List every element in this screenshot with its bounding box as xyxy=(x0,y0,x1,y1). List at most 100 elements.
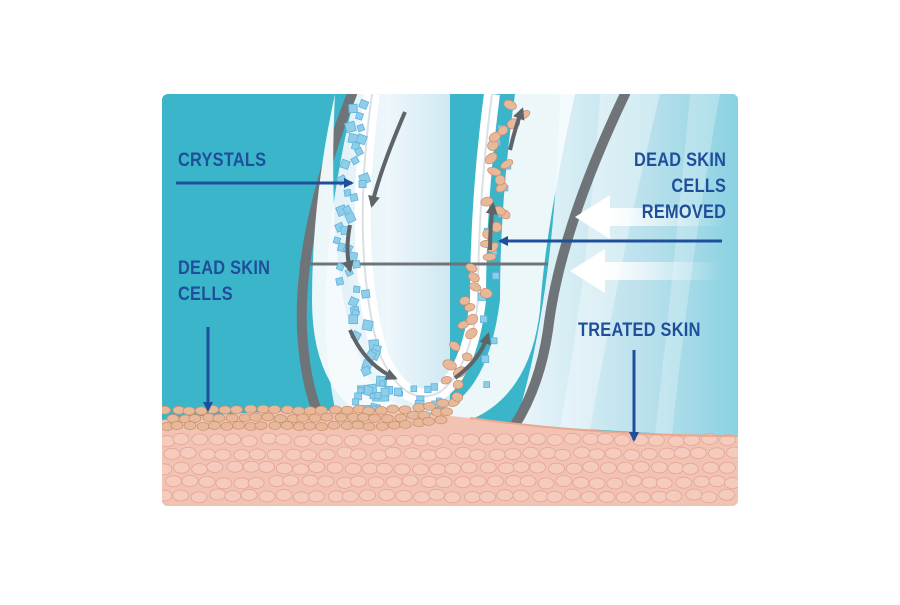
dead-skin-cells-label: DEAD SKIN CELLS xyxy=(178,256,270,308)
skin-cell xyxy=(598,491,616,503)
skin-cell xyxy=(317,475,335,488)
removed-label-line-2: CELLS xyxy=(671,176,726,197)
skin-cell xyxy=(641,476,659,489)
skin-cell xyxy=(190,491,208,504)
dead-skin-cell xyxy=(220,421,234,431)
skin-cell xyxy=(718,488,736,501)
crystal-particle xyxy=(354,111,365,121)
treated-skin-label: TREATED SKIN xyxy=(578,318,701,344)
skin-cell xyxy=(555,475,573,487)
removed-dead-cell xyxy=(449,341,461,352)
skin-cell xyxy=(367,476,385,489)
skin-cell xyxy=(412,434,430,447)
skin-cell xyxy=(343,435,361,447)
skin-cell xyxy=(341,490,359,503)
skin-cell xyxy=(307,490,325,503)
removed-dead-cell xyxy=(479,287,493,299)
skin-cell xyxy=(226,460,244,473)
removed-dead-cell xyxy=(464,303,476,312)
skin-cell xyxy=(665,490,683,502)
skin-cell xyxy=(487,475,504,488)
skin-cell xyxy=(634,491,651,504)
skin-cell xyxy=(300,449,317,462)
dead-skin-cell xyxy=(434,415,448,425)
crystal-particle xyxy=(393,387,403,396)
dead-skin-cell xyxy=(440,407,453,417)
dead-skin-cell xyxy=(398,420,412,429)
skin-cell xyxy=(554,449,571,461)
removed-dead-cell xyxy=(484,152,498,165)
skin-cell xyxy=(242,460,260,473)
dead-skin-cell xyxy=(303,406,317,416)
skin-cell xyxy=(172,489,190,502)
skin-cell xyxy=(191,433,209,446)
skin-cell xyxy=(172,433,190,445)
crystal-particle xyxy=(348,103,358,114)
skin-cell xyxy=(293,491,310,504)
dead-skin-cell xyxy=(362,406,375,416)
crystal-particle xyxy=(348,314,358,324)
dead-skin-cell xyxy=(196,422,210,431)
skin-cell xyxy=(326,461,344,474)
crystal-particle xyxy=(492,272,500,280)
dead-skin-cell xyxy=(368,414,381,423)
removed-label-line-3: REMOVED xyxy=(641,202,726,223)
skin-cell xyxy=(522,446,540,459)
skin-cell xyxy=(596,433,614,445)
dead-skin-cell xyxy=(334,413,348,422)
skin-cell xyxy=(488,449,506,461)
dead-skin-cell xyxy=(162,405,171,415)
skin-cell xyxy=(462,433,480,446)
skin-cell xyxy=(275,462,293,475)
crystal-particle xyxy=(361,319,374,332)
removed-dead-cell xyxy=(461,352,473,362)
skin-cell xyxy=(444,491,461,504)
skin-cell xyxy=(240,489,258,501)
dead-skin-cell xyxy=(170,421,184,430)
skin-cell xyxy=(469,475,487,488)
skin-cell xyxy=(412,463,429,476)
skin-cell xyxy=(580,491,598,503)
crystal-particle xyxy=(347,295,360,308)
removed-dead-cell xyxy=(451,392,464,402)
skin-cell xyxy=(444,462,462,475)
dead-skin-cell xyxy=(436,398,450,408)
skin-cell xyxy=(370,449,388,462)
skin-cell xyxy=(395,490,413,502)
crystal-particle xyxy=(480,315,488,323)
crystal-particle xyxy=(379,380,386,387)
skin-cell xyxy=(565,462,583,475)
dead-skin-cell xyxy=(188,414,202,423)
dead-skin-cell xyxy=(380,414,394,423)
skin-cell xyxy=(179,446,197,459)
suction-arrow xyxy=(570,249,720,293)
skin-cell xyxy=(512,433,530,445)
skin-cell xyxy=(385,476,403,488)
skin-cell xyxy=(650,490,668,503)
crystal-particle xyxy=(357,386,364,394)
skin-cell xyxy=(429,463,447,476)
skin-cell xyxy=(588,477,606,490)
flow-arrow-down xyxy=(368,111,407,208)
dead-skin-cell xyxy=(303,421,317,431)
crystal-particle xyxy=(353,146,365,157)
treated-skin-surface xyxy=(469,417,738,437)
skin-cell xyxy=(681,462,699,475)
crystal-particle xyxy=(332,236,342,245)
removed-dead-cell xyxy=(442,359,457,371)
dead-skin-cell xyxy=(268,421,282,430)
skin-cell xyxy=(605,447,622,460)
dead-skin-cell xyxy=(296,413,310,423)
skin-cell xyxy=(308,461,326,473)
dead-skin-cell xyxy=(387,420,401,430)
skin-cell xyxy=(685,488,703,501)
dead-skin-cell xyxy=(268,405,281,414)
skin-cell xyxy=(529,433,546,445)
skin-cell xyxy=(435,476,453,489)
dead-skin-cell xyxy=(218,405,232,415)
skin-cell xyxy=(181,475,199,487)
crystals-label: CRYSTALS xyxy=(178,148,266,174)
skin-cell xyxy=(282,474,299,487)
skin-cell xyxy=(667,435,685,448)
